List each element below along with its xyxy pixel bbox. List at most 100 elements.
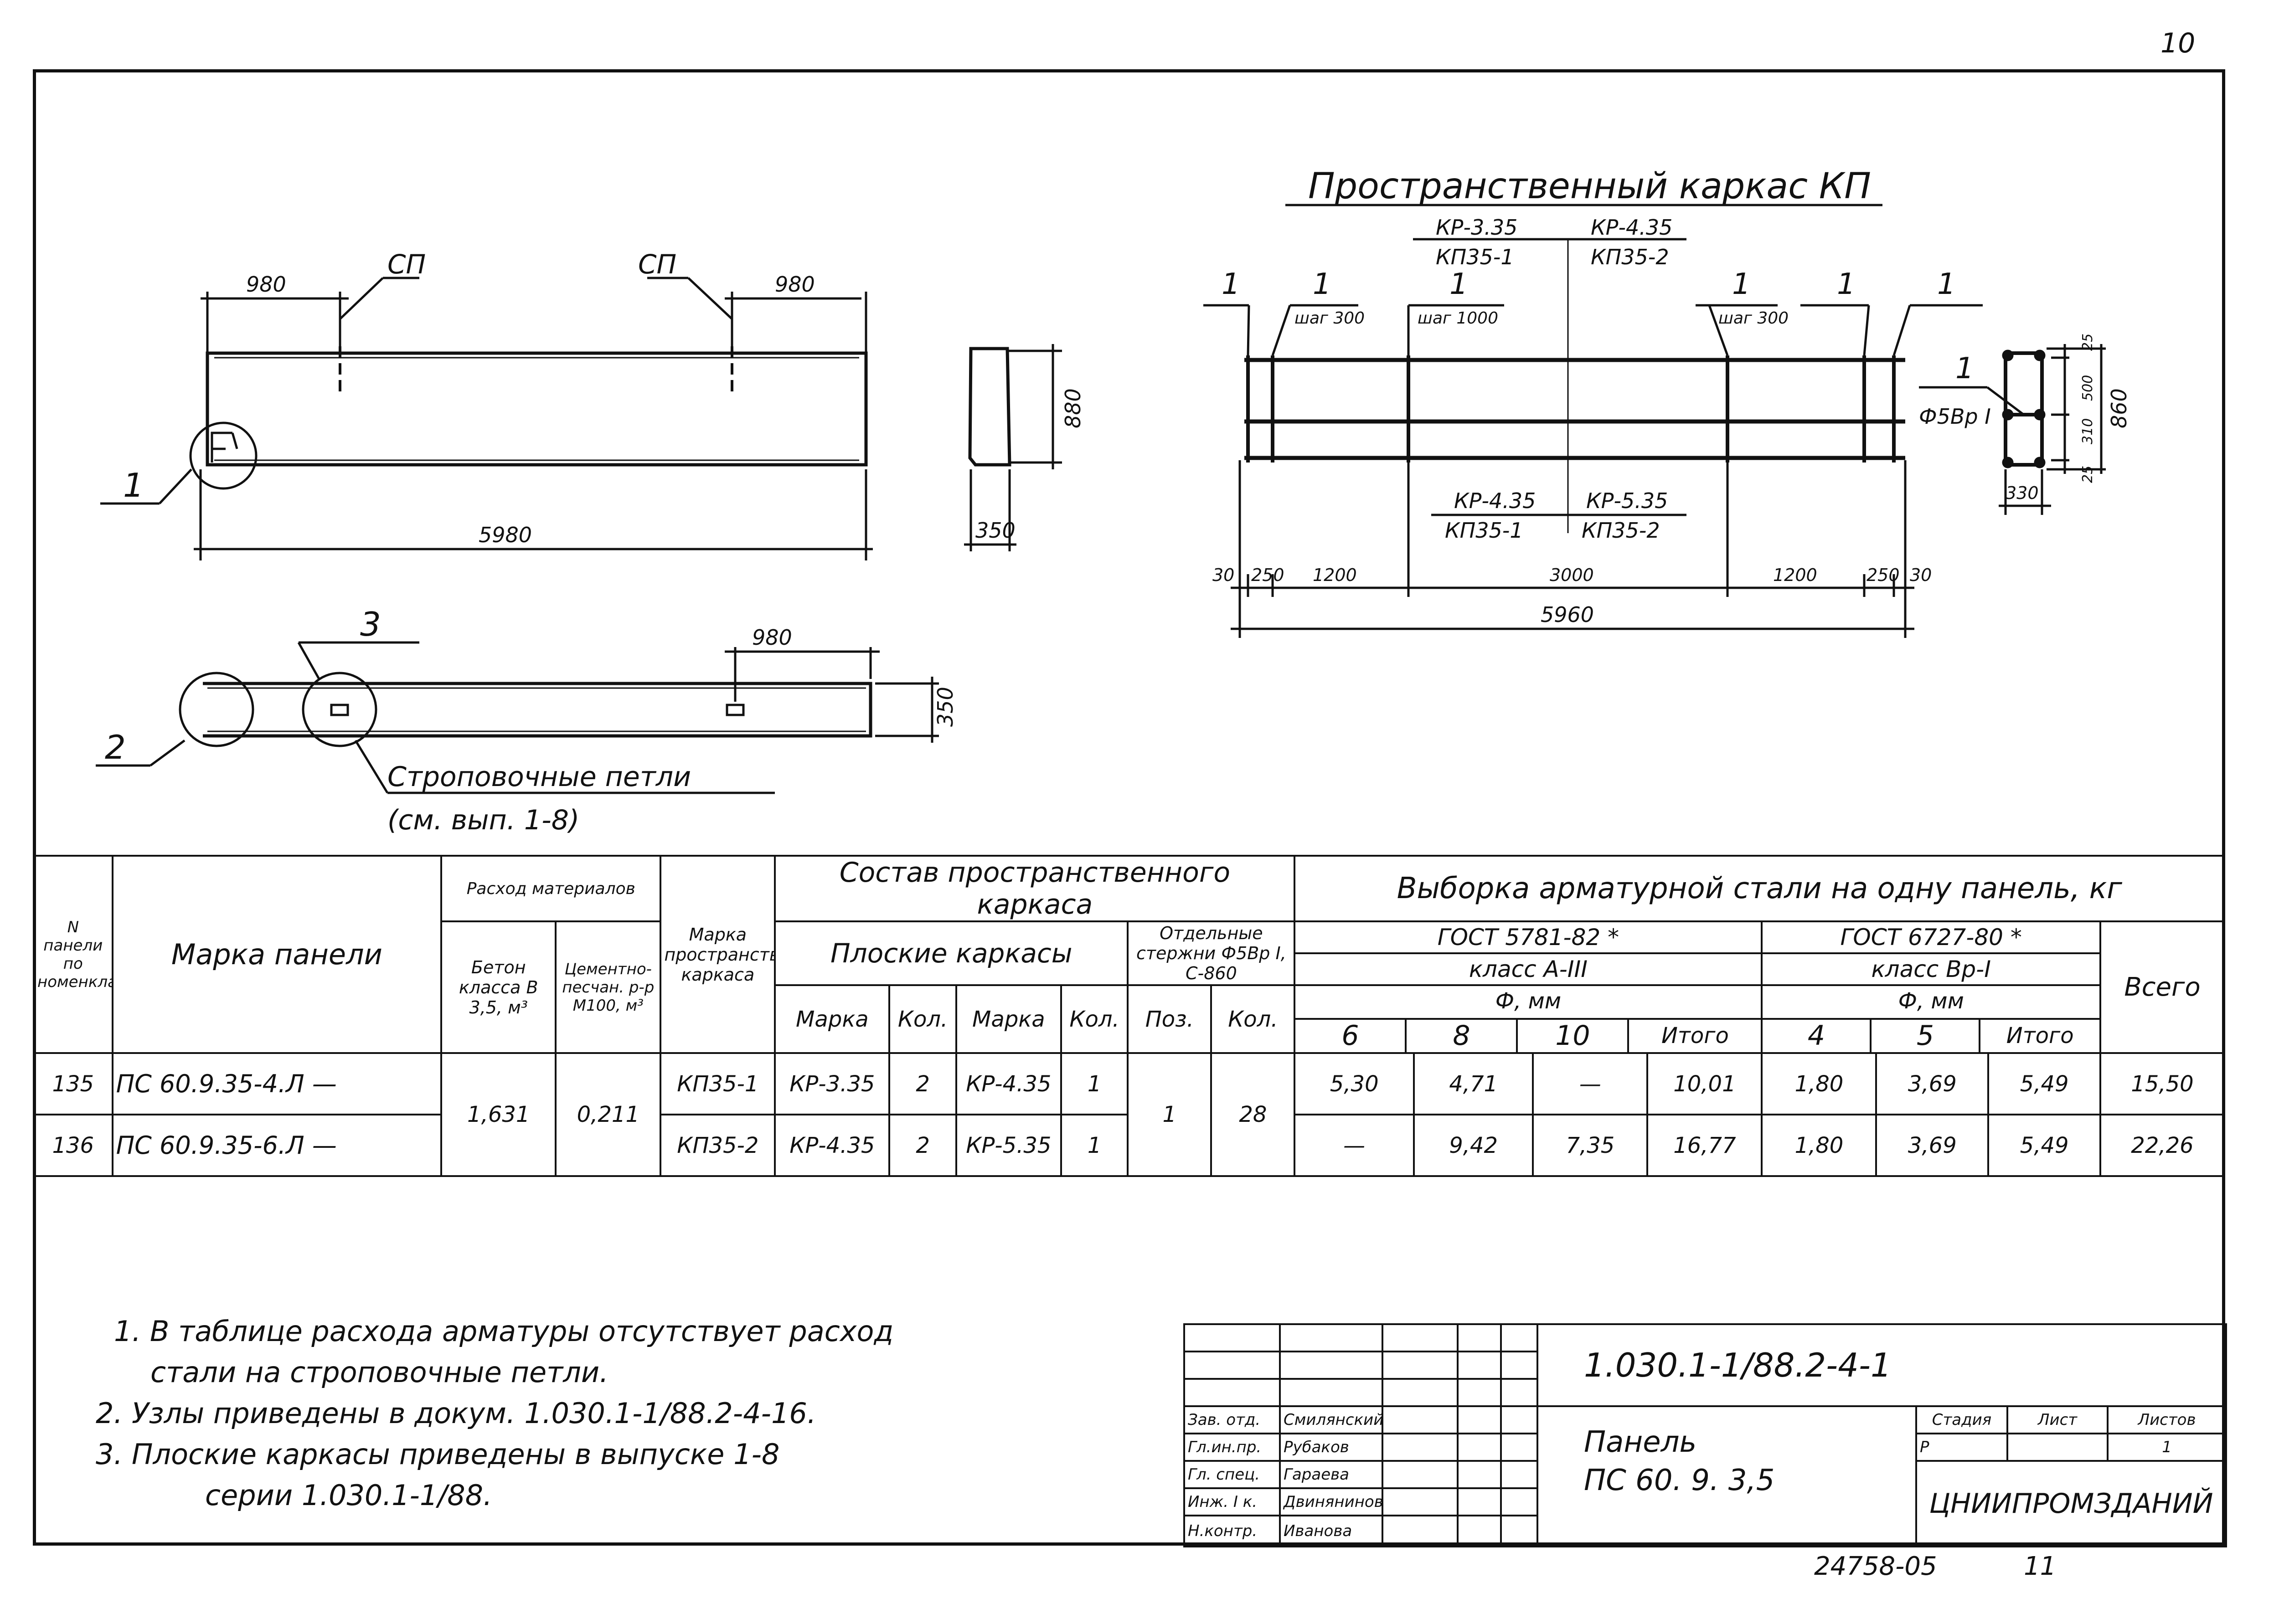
th-no: N панели по номенклатуре bbox=[33, 855, 113, 1054]
cell-d5: 3,69 bbox=[1875, 1052, 1990, 1115]
th-d4: 4 bbox=[1763, 1020, 1872, 1051]
cell-all: 22,26 bbox=[2099, 1114, 2226, 1177]
stamp-signature bbox=[1382, 1460, 1459, 1489]
th-all: Всего bbox=[2099, 920, 2226, 1054]
note-3-cont: серии 1.030.1-1/88. bbox=[205, 1479, 492, 1512]
cell-d10: — bbox=[1532, 1052, 1649, 1115]
stamp-title-2: ПС 60. 9. 3,5 bbox=[1584, 1464, 1775, 1497]
label-sp-left: СП bbox=[387, 249, 426, 280]
stamp-name: Рубаков bbox=[1279, 1433, 1383, 1462]
sec-dim-860: 860 bbox=[2107, 388, 2131, 428]
stamp-role: Инж. I к. bbox=[1183, 1487, 1281, 1516]
cell-d8: 4,71 bbox=[1413, 1052, 1534, 1115]
loops-ref: (см. вып. 1-8) bbox=[387, 804, 579, 836]
th-qty3: Кол. bbox=[1210, 984, 1296, 1054]
stamp-signature bbox=[1382, 1405, 1459, 1434]
label-sp-right: СП bbox=[638, 249, 676, 280]
th-total2: Итого bbox=[2006, 1023, 2074, 1048]
dim-250-right: 250 bbox=[1867, 565, 1900, 585]
cell-concrete: 1,631 bbox=[440, 1052, 557, 1177]
cage-bot-right-sub: КП35-2 bbox=[1582, 518, 1660, 543]
cell-cage: КП35-2 bbox=[660, 1114, 776, 1177]
sec-dim-310: 310 bbox=[2080, 418, 2096, 444]
stamp-signature bbox=[1382, 1487, 1459, 1516]
dim-980-left: 980 bbox=[246, 272, 286, 297]
cage-callout-f: 1 bbox=[1937, 267, 1956, 301]
stamp-stage-h: Стадия bbox=[1915, 1405, 2008, 1434]
cell-mortar: 0,211 bbox=[555, 1052, 662, 1177]
cell-d4: 1,80 bbox=[1761, 1114, 1877, 1177]
cage-callout-d: 1 bbox=[1732, 267, 1751, 301]
dim-980-right: 980 bbox=[775, 272, 815, 297]
cage-callout-c: 1 bbox=[1449, 267, 1468, 301]
stamp-org: ЦНИИПРОМЗДАНИЙ bbox=[1915, 1460, 2227, 1547]
cage-title: Пространственный каркас КП bbox=[1308, 166, 1871, 207]
th-class2: класс Вр-I bbox=[1761, 952, 2101, 986]
archive-sheet: 11 bbox=[2024, 1552, 2057, 1581]
cell-mark2: КР-5.35 bbox=[955, 1114, 1062, 1177]
stamp-title-1: Панель bbox=[1584, 1425, 1697, 1459]
table-row: 135 ПС 60.9.35-4.Л — 1,631 0,211 КП35-1 … bbox=[33, 1052, 2226, 1177]
dim-1200-right: 1200 bbox=[1773, 565, 1817, 585]
cell-qty3: 28 bbox=[1210, 1052, 1296, 1177]
cell-d6: — bbox=[1294, 1114, 1415, 1177]
dim-5960: 5960 bbox=[1541, 602, 1594, 627]
cell-mark1: КР-3.35 bbox=[774, 1052, 891, 1115]
cage-top-right-sub: КП35-2 bbox=[1591, 245, 1669, 269]
cell-qty2: 1 bbox=[1060, 1052, 1129, 1115]
stamp-role: Зав. отд. bbox=[1183, 1405, 1281, 1434]
cell-d5: 3,69 bbox=[1875, 1114, 1990, 1177]
dim-980-bottom: 980 bbox=[752, 625, 792, 650]
sec-dim-330: 330 bbox=[2006, 483, 2039, 503]
th-sep-bars: Отдельные стержни Ф5Вр I, С-860 bbox=[1127, 920, 1296, 986]
page-number: 10 bbox=[2160, 27, 2196, 59]
th-phi2: Ф, мм bbox=[1763, 987, 2099, 1020]
cell-no: 136 bbox=[33, 1114, 113, 1177]
cell-qty2: 1 bbox=[1060, 1114, 1129, 1177]
th-qty1: Кол. bbox=[888, 984, 957, 1054]
th-gost1: ГОСТ 5781-82 * bbox=[1294, 920, 1763, 954]
th-mark: Марка панели bbox=[111, 855, 443, 1054]
bar-label: Ф5Вр I bbox=[1919, 404, 1991, 429]
th-flat: Плоские каркасы bbox=[774, 920, 1129, 986]
note-1-cont: стали на строповочные петли. bbox=[150, 1356, 608, 1389]
stamp-sheet-h: Лист bbox=[2006, 1405, 2109, 1434]
cell-total1: 16,77 bbox=[1646, 1114, 1763, 1177]
step-300-left: шаг 300 bbox=[1294, 309, 1365, 328]
stamp-stage: Р bbox=[1915, 1433, 2008, 1462]
table-row: 136 ПС 60.9.35-6.Л — КП35-2 КР-4.35 2 КР… bbox=[33, 1114, 2226, 1177]
cage-callout-b: 1 bbox=[1313, 267, 1331, 301]
stamp-signature bbox=[1382, 1515, 1459, 1547]
bar-callout: 1 bbox=[1955, 352, 1974, 385]
cell-all: 15,50 bbox=[2099, 1052, 2226, 1115]
sec-dim-25-bot: 25 bbox=[2080, 466, 2096, 483]
stamp-name: Двинянинова bbox=[1279, 1487, 1383, 1516]
cell-total2: 5,49 bbox=[1987, 1114, 2101, 1177]
cell-mark2: КР-4.35 bbox=[955, 1052, 1062, 1115]
callout-2: 2 bbox=[105, 728, 126, 766]
stamp-role: Гл.ин.пр. bbox=[1183, 1433, 1281, 1462]
archive-code: 24758-05 bbox=[1814, 1552, 1937, 1581]
th-materials: Расход материалов bbox=[440, 855, 662, 922]
note-2: 2. Узлы приведены в докум. 1.030.1-1/88.… bbox=[96, 1397, 816, 1430]
stamp-signature bbox=[1382, 1433, 1459, 1462]
th-composition: Состав пространственного каркаса bbox=[774, 855, 1296, 922]
cell-qty1: 2 bbox=[888, 1114, 957, 1177]
th-phi1: Ф, мм bbox=[1296, 987, 1760, 1020]
dim-3000: 3000 bbox=[1550, 565, 1594, 585]
cage-top-left-sub: КП35-1 bbox=[1436, 245, 1514, 269]
drawing-area: 980 980 СП СП 5980 880 350 1 980 350 2 3… bbox=[96, 166, 2131, 836]
stamp-sheets: 1 bbox=[2106, 1433, 2227, 1462]
callout-1: 1 bbox=[123, 466, 144, 504]
callout-3: 3 bbox=[360, 605, 381, 643]
dim-350-bottom: 350 bbox=[933, 687, 958, 727]
stamp-name: Иванова bbox=[1279, 1515, 1383, 1547]
cage-bot-right: КР-5.35 bbox=[1586, 488, 1668, 513]
cage-callout-a: 1 bbox=[1222, 267, 1240, 301]
th-qty2: Кол. bbox=[1060, 984, 1129, 1054]
th-mark2: Марка bbox=[955, 984, 1062, 1054]
th-pos: Поз. bbox=[1127, 984, 1212, 1054]
th-total1: Итого bbox=[1661, 1023, 1729, 1048]
stamp-name: Смилянский bbox=[1279, 1405, 1383, 1434]
cage-bot-left: КР-4.35 bbox=[1454, 488, 1536, 513]
